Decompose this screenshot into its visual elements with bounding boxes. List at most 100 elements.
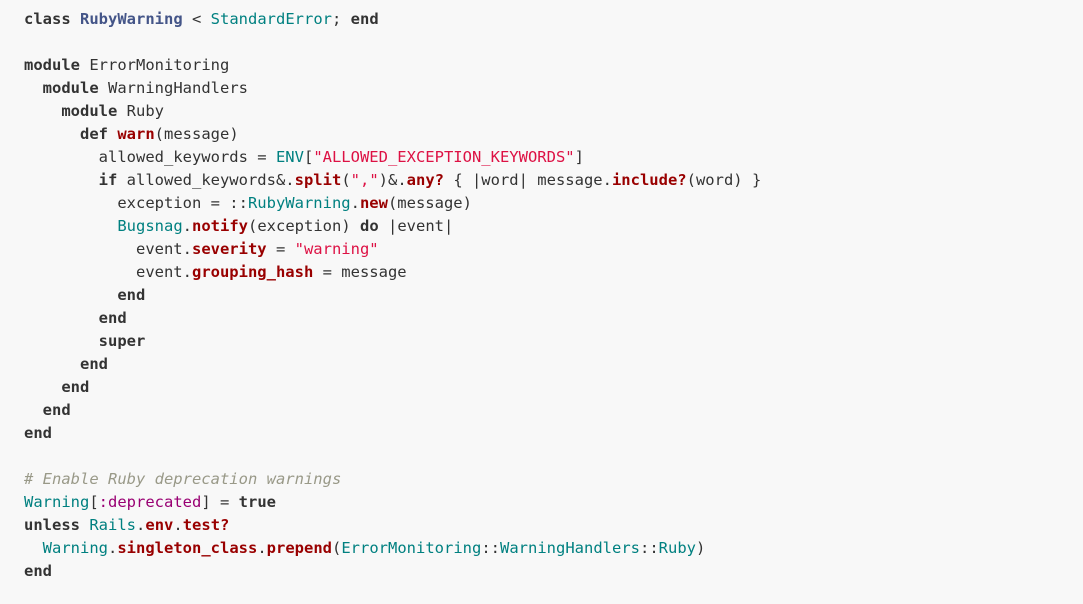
plain-text-token: ) [695, 539, 706, 557]
code-line: end [24, 376, 1083, 399]
string-literal-token: "warning" [294, 240, 379, 258]
plain-text-token [24, 102, 61, 120]
code-line [24, 445, 1083, 468]
constant-token: RubyWarning [247, 194, 351, 212]
keyword-token: def [80, 125, 108, 143]
method-name-token: split [294, 171, 342, 189]
code-lines: class RubyWarning < StandardError; end mo… [24, 8, 1083, 583]
keyword-token: module [24, 56, 80, 74]
plain-text-token [24, 355, 80, 373]
plain-text-token [71, 10, 80, 28]
code-line: Warning[:deprecated] = true [24, 491, 1083, 514]
plain-text-token: . [173, 516, 183, 534]
plain-text-token: (message) [387, 194, 472, 212]
string-literal-token: "," [350, 171, 379, 189]
comment-token: # Enable Ruby deprecation warnings [24, 470, 342, 488]
method-name-token: warn [117, 125, 155, 143]
string-literal-token: "ALLOWED_EXCEPTION_KEYWORDS" [313, 148, 575, 166]
code-line: super [24, 330, 1083, 353]
keyword-token: class [24, 10, 71, 28]
code-line: module Ruby [24, 100, 1083, 123]
keyword-token: end [350, 10, 379, 28]
plain-text-token: Ruby [117, 102, 164, 120]
plain-text-token [24, 401, 43, 419]
plain-text-token: |event| [378, 217, 454, 235]
code-line: Bugsnag.notify(exception) do |event| [24, 215, 1083, 238]
keyword-token: if [98, 171, 118, 189]
plain-text-token: ( [341, 171, 351, 189]
plain-text-token [80, 516, 89, 534]
method-name-token: test? [182, 516, 230, 534]
keyword-token: module [42, 79, 99, 97]
code-line: end [24, 422, 1083, 445]
plain-text-token: . [257, 539, 267, 557]
keyword-token: end [80, 355, 108, 373]
plain-text-token: exception = :: [24, 194, 248, 212]
keyword-token: unless [24, 516, 80, 534]
code-line: end [24, 560, 1083, 583]
constant-token: WarningHandlers [500, 539, 640, 557]
code-line: event.grouping_hash = message [24, 261, 1083, 284]
plain-text-token: . [108, 539, 118, 557]
plain-text-token: allowed_keywords&. [117, 171, 295, 189]
code-line: class RubyWarning < StandardError; end [24, 8, 1083, 31]
keyword-token: end [42, 401, 71, 419]
plain-text-token: [ [303, 148, 314, 166]
method-name-token: new [359, 194, 388, 212]
plain-text-token [24, 378, 61, 396]
method-name-token: any? [406, 171, 444, 189]
method-name-token: notify [192, 217, 248, 235]
plain-text-token: ] [574, 148, 584, 166]
plain-text-token [24, 539, 43, 557]
keyword-token: module [61, 102, 118, 120]
constant-token: ENV [275, 148, 304, 166]
code-line: # Enable Ruby deprecation warnings [24, 468, 1083, 491]
constant-token: ErrorMonitoring [341, 539, 482, 557]
plain-text-token: ] = [201, 493, 239, 511]
keyword-token: true [238, 493, 276, 511]
code-line: unless Rails.env.test? [24, 514, 1083, 537]
method-name-token: prepend [266, 539, 332, 557]
plain-text-token: :: [639, 539, 659, 557]
code-line: def warn(message) [24, 123, 1083, 146]
plain-text-token: ( [332, 539, 342, 557]
plain-text-token: = [266, 240, 295, 258]
keyword-token: super [98, 332, 146, 350]
keyword-token: end [24, 424, 52, 442]
plain-text-token: { |word| message. [443, 171, 612, 189]
code-line: module ErrorMonitoring [24, 54, 1083, 77]
plain-text-token: :: [481, 539, 500, 557]
keyword-token: end [98, 309, 127, 327]
plain-text-token: ; [332, 10, 351, 28]
method-name-token: singleton_class [117, 539, 258, 557]
constant-token: StandardError [210, 10, 332, 28]
plain-text-token: event. [24, 263, 192, 281]
keyword-token: do [359, 217, 379, 235]
plain-text-token [24, 217, 117, 235]
plain-text-token: allowed_keywords = [24, 148, 276, 166]
code-line: end [24, 353, 1083, 376]
code-line: end [24, 399, 1083, 422]
plain-text-token: (word) } [686, 171, 762, 189]
code-line [24, 31, 1083, 54]
plain-text-token: [ [89, 493, 99, 511]
code-line: event.severity = "warning" [24, 238, 1083, 261]
plain-text-token: (exception) [248, 217, 360, 235]
symbol-token: :deprecated [98, 493, 202, 511]
plain-text-token: event. [24, 240, 192, 258]
code-line: end [24, 284, 1083, 307]
plain-text-token: ErrorMonitoring [80, 56, 230, 74]
constant-token: Rails [89, 516, 137, 534]
code-line: exception = ::RubyWarning.new(message) [24, 192, 1083, 215]
code-block[interactable]: class RubyWarning < StandardError; end mo… [24, 8, 1083, 583]
keyword-token: end [24, 562, 52, 580]
constant-token: Warning [42, 539, 108, 557]
plain-text-token [24, 332, 99, 350]
method-name-token: env [145, 516, 174, 534]
method-name-token: include? [611, 171, 687, 189]
constant-token: Bugsnag [117, 217, 183, 235]
code-line: allowed_keywords = ENV["ALLOWED_EXCEPTIO… [24, 146, 1083, 169]
plain-text-token: )&. [378, 171, 407, 189]
keyword-token: end [117, 286, 146, 304]
